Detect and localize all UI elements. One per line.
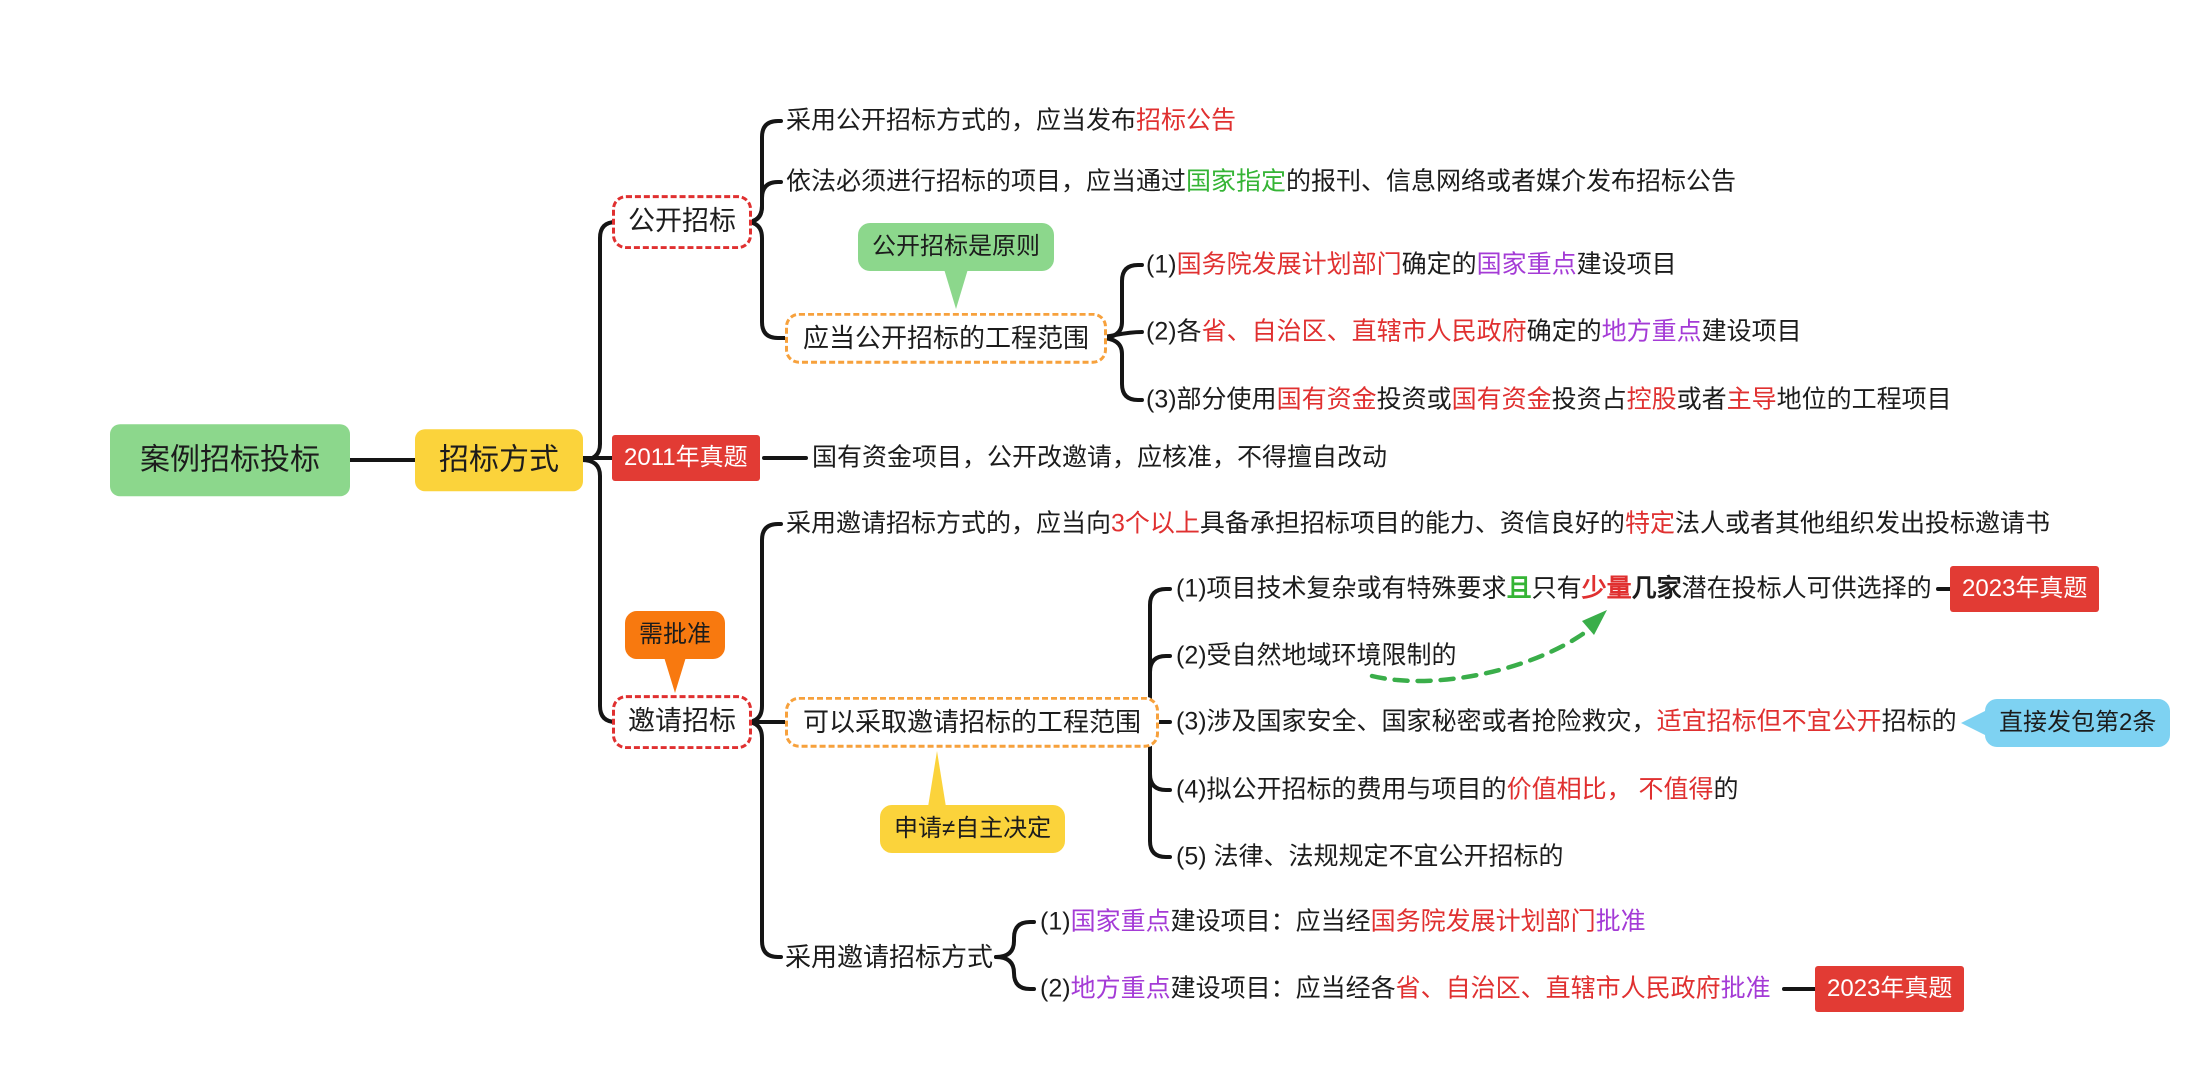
- callout-apply-note-label: 申请≠自主决定: [894, 815, 1052, 842]
- badge-exam-2023-b[interactable]: 2023年真题: [1815, 966, 1965, 1012]
- leaf-invite-scope-item-2[interactable]: (2)受自然地域环境限制的: [1176, 641, 1457, 670]
- node-root[interactable]: 案例招标投标: [110, 424, 350, 496]
- callout-direct-contract-label: 直接发包第2条: [1999, 709, 2157, 736]
- callout-tail-left-icon: [1961, 710, 1987, 736]
- node-bidding-method[interactable]: 招标方式: [415, 429, 583, 491]
- leaf-approve-item-1[interactable]: (1)国家重点建设项目：应当经国务院发展计划部门批准: [1040, 907, 1646, 936]
- leaf-open-scope-item-3[interactable]: (3)部分使用国有资金投资或国有资金投资占控股或者主导地位的工程项目: [1146, 385, 1952, 414]
- callout-open-principle[interactable]: 公开招标是原则: [858, 223, 1054, 309]
- leaf-open-scope-item-1[interactable]: (1)国务院发展计划部门确定的国家重点建设项目: [1146, 250, 1677, 279]
- leaf-open-media-rule[interactable]: 依法必须进行招标的项目，应当通过国家指定的报刊、信息网络或者媒介发布招标公告: [786, 167, 1737, 196]
- node-invite-bidding[interactable]: 邀请招标: [612, 695, 752, 749]
- node-open-bidding[interactable]: 公开招标: [612, 195, 752, 249]
- leaf-invite-scope-item-3[interactable]: (3)涉及国家安全、国家秘密或者抢险救灾，适宜招标但不宜公开招标的: [1176, 707, 1957, 736]
- node-use-invite-method[interactable]: 采用邀请招标方式: [785, 941, 994, 972]
- leaf-open-scope-item-2[interactable]: (2)各省、自治区、直辖市人民政府确定的地方重点建设项目: [1146, 317, 1802, 346]
- callout-direct-contract[interactable]: 直接发包第2条: [1961, 699, 2171, 747]
- callout-need-approval[interactable]: 需批准: [625, 611, 725, 693]
- badge-exam-2011[interactable]: 2011年真题: [612, 435, 760, 481]
- badge-exam-2023-a[interactable]: 2023年真题: [1950, 566, 2100, 612]
- callout-apply-note[interactable]: 申请≠自主决定: [880, 751, 1066, 853]
- callout-need-approval-label: 需批准: [639, 621, 711, 648]
- callout-open-principle-label: 公开招标是原则: [872, 233, 1040, 260]
- callout-tail-up-icon: [928, 751, 946, 807]
- callout-tail-down-icon: [664, 657, 686, 693]
- hint-arrow-icon: [1369, 610, 1607, 684]
- leaf-invite-scope-item-4[interactable]: (4)拟公开招标的费用与项目的价值相比， 不值得的: [1176, 775, 1739, 804]
- leaf-approve-item-2[interactable]: (2)地方重点建设项目：应当经各省、自治区、直辖市人民政府批准: [1040, 974, 1771, 1003]
- leaf-invite-rule[interactable]: 采用邀请招标方式的，应当向3个以上具备承担招标项目的能力、资信良好的特定法人或者…: [786, 509, 2050, 538]
- leaf-open-announcement-rule[interactable]: 采用公开招标方式的，应当发布招标公告: [786, 106, 1237, 135]
- callout-tail-down-icon: [944, 269, 968, 309]
- leaf-invite-scope-item-5[interactable]: (5) 法律、法规规定不宜公开招标的: [1176, 842, 1564, 871]
- leaf-invite-scope-item-1[interactable]: (1)项目技术复杂或有特殊要求且只有少量几家潜在投标人可供选择的: [1176, 574, 1932, 603]
- node-invite-scope[interactable]: 可以采取邀请招标的工程范围: [785, 696, 1160, 748]
- node-open-scope[interactable]: 应当公开招标的工程范围: [785, 312, 1108, 364]
- leaf-exam-2011-note[interactable]: 国有资金项目，公开改邀请，应核准，不得擅自改动: [812, 443, 1388, 472]
